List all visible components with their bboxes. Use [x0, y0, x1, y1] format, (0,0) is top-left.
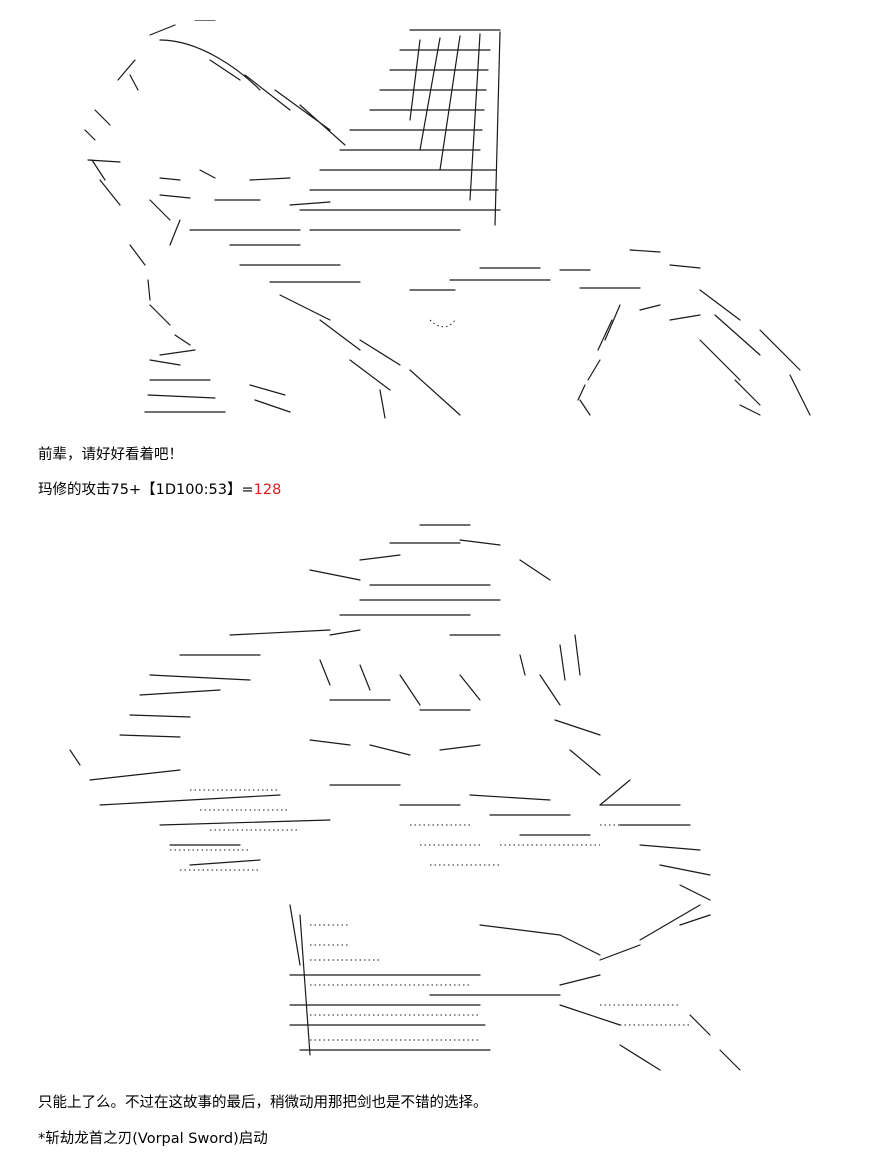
dice-roll-result: 128 [253, 482, 282, 498]
ascii-art-bottom [0, 505, 880, 1075]
dice-roll-text: 玛修的攻击75+【1D100:53】= [38, 482, 254, 498]
dialogue-line-1: 前辈，请好好看着吧！ [38, 447, 183, 463]
dice-roll-line: 玛修的攻击75+【1D100:53】=128 [38, 478, 281, 499]
skill-activation-line: *斩劫龙首之刃(Vorpal Sword)启动 [38, 1131, 268, 1147]
narration-line: 只能上了么。不过在这故事的最后，稍微动用那把剑也是不错的选择。 [38, 1095, 488, 1111]
ascii-art-top [0, 20, 880, 425]
